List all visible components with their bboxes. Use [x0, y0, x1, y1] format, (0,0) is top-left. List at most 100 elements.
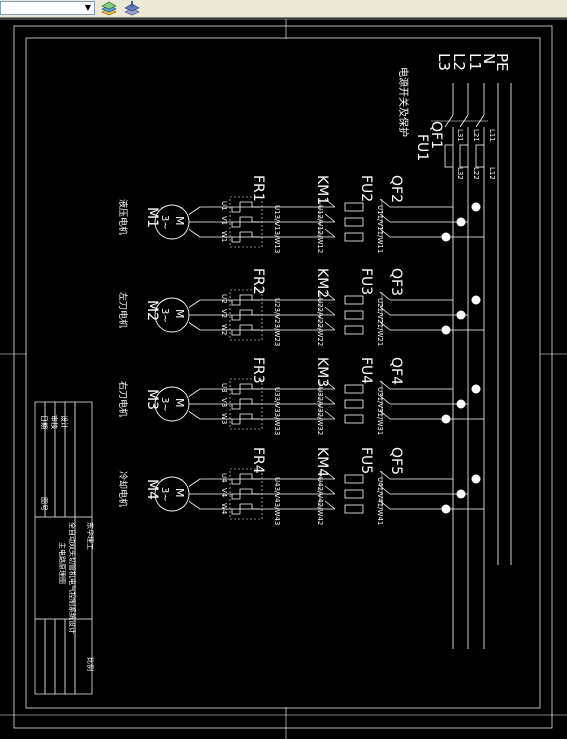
- motor-name-label: 右刀电机: [117, 381, 129, 417]
- motor-lead: [188, 478, 201, 487]
- junction-dot: [456, 217, 466, 227]
- contactor-terminal-label: U12/V12/W12: [316, 205, 324, 253]
- motor-lead: [188, 501, 201, 510]
- contactor-label: KM4: [314, 447, 330, 477]
- contactor-contact: [324, 500, 336, 510]
- fuse: [344, 414, 364, 424]
- thermal-element: [231, 231, 260, 243]
- motor-symbol-letter: M: [173, 488, 186, 498]
- motor-label: M3: [144, 389, 160, 410]
- layer-combo[interactable]: ▼: [0, 1, 95, 15]
- fuse: [344, 474, 364, 484]
- contactor-terminal-label: U42/V42/W42: [316, 477, 324, 525]
- thermal-relay-box: [229, 468, 263, 520]
- thermal-relay-label: FR4: [250, 447, 266, 474]
- motor-terminal-label: V3: [220, 398, 228, 407]
- motor-label: M1: [144, 207, 160, 228]
- thermal-element: [231, 309, 260, 321]
- breaker-contact: [379, 291, 391, 301]
- branch-m4: QF5U41/V41/W41FU5KM4U42/V42/W42FR4U43/V4…: [117, 447, 484, 525]
- fu1-fuse-2: [459, 144, 469, 168]
- motor-symbol-letter: M: [173, 398, 186, 408]
- thermal-relay-terminal-label: U23/V23/W23: [273, 298, 281, 346]
- breaker-contact: [379, 395, 391, 405]
- breaker-contact: [379, 321, 391, 331]
- fuse: [344, 310, 364, 320]
- fuse: [344, 217, 364, 227]
- motor-kind-label: 3~: [159, 397, 170, 412]
- thermal-element: [231, 294, 260, 306]
- thermal-relay-box: [229, 378, 263, 430]
- thermal-element: [231, 383, 260, 395]
- junction-dot: [441, 504, 451, 514]
- fuse: [344, 202, 364, 212]
- breaker-label: QF4: [388, 357, 404, 385]
- supply-line-label-l1: L1: [466, 53, 484, 71]
- fu1-terminal-label: L22: [472, 167, 480, 180]
- title-label-date: 日期: [40, 415, 48, 429]
- motor-name-label: 左刀电机: [117, 292, 129, 328]
- motor-terminal-label: V4: [220, 488, 228, 498]
- fuse-label: FU5: [358, 447, 374, 474]
- junction-dot: [471, 474, 481, 484]
- inner-border: [25, 37, 541, 709]
- breaker-contact: [379, 198, 391, 208]
- fu1-terminal-label: L12: [488, 167, 496, 180]
- thermal-relay-box: [229, 289, 263, 341]
- fu1-terminal-label: L32: [456, 167, 464, 180]
- contactor-contact: [324, 485, 336, 495]
- chevron-down-icon[interactable]: ▼: [84, 3, 92, 12]
- title-label-check: 审核: [50, 415, 59, 429]
- title-drawing-name: 主电路原理图: [58, 542, 67, 584]
- breaker-terminal-label: U41/V41/W41: [376, 477, 384, 525]
- motor-branches: QF2U11/V11/W11FU2KM1U12/V12/W12FR1U13/V1…: [117, 175, 484, 525]
- contactor-label: KM1: [314, 175, 330, 205]
- fuse: [344, 232, 364, 242]
- motor-lead: [188, 322, 201, 331]
- fuse: [344, 325, 364, 335]
- supply-line-label-n: N: [480, 53, 498, 64]
- fuse: [344, 295, 364, 305]
- fu1-fuse-1: [475, 144, 485, 168]
- qf1-label: QF1: [428, 121, 444, 149]
- thermal-element: [231, 398, 260, 410]
- branch-m2: QF3U21/V21/W21FU3KM2U22/V22/W22FR2U23/V2…: [117, 268, 484, 346]
- layer-stack-icon[interactable]: [122, 0, 142, 16]
- contactor-label: KM3: [314, 357, 330, 387]
- fuse: [344, 489, 364, 499]
- contactor-label: KM2: [314, 268, 330, 298]
- supply-line-label-l3: L3: [435, 53, 453, 71]
- outer-border: [13, 25, 553, 729]
- breaker-label: QF2: [388, 175, 404, 203]
- fu1-terminal-label: L21: [472, 129, 480, 142]
- thermal-element: [231, 473, 260, 485]
- motor-terminal-label: U4: [220, 473, 228, 483]
- thermal-element: [231, 201, 260, 213]
- junction-dot: [471, 384, 481, 394]
- breaker-contact: [379, 213, 391, 223]
- breaker-terminal-label: U11/V11/W11: [376, 205, 384, 253]
- fu1-terminal-label: L11: [488, 129, 496, 142]
- contactor-contact: [324, 198, 336, 208]
- contactor-contact: [324, 228, 336, 238]
- motor-terminal-label: V1: [220, 216, 228, 225]
- thermal-relay-label: FR1: [250, 175, 266, 202]
- thermal-element: [231, 324, 260, 336]
- fuse: [344, 504, 364, 514]
- thermal-relay-terminal-label: U43/V43/W43: [273, 477, 281, 525]
- thermal-relay-terminal-label: U33/V33/W33: [273, 387, 281, 435]
- motor-name-label: 冷却电机: [117, 471, 129, 507]
- contactor-terminal-label: U22/V22/W22: [316, 298, 324, 346]
- thermal-relay-label: FR2: [250, 268, 266, 295]
- fuse-label: FU3: [358, 268, 374, 295]
- motor-terminal-label: W2: [220, 324, 228, 335]
- layer-properties-icon[interactable]: [99, 0, 119, 16]
- junction-dot: [471, 295, 481, 305]
- fu1-label: FU1: [414, 134, 430, 161]
- motor-lead: [188, 411, 201, 420]
- supply-line-label-l2: L2: [450, 53, 468, 71]
- motor-lead: [188, 388, 201, 397]
